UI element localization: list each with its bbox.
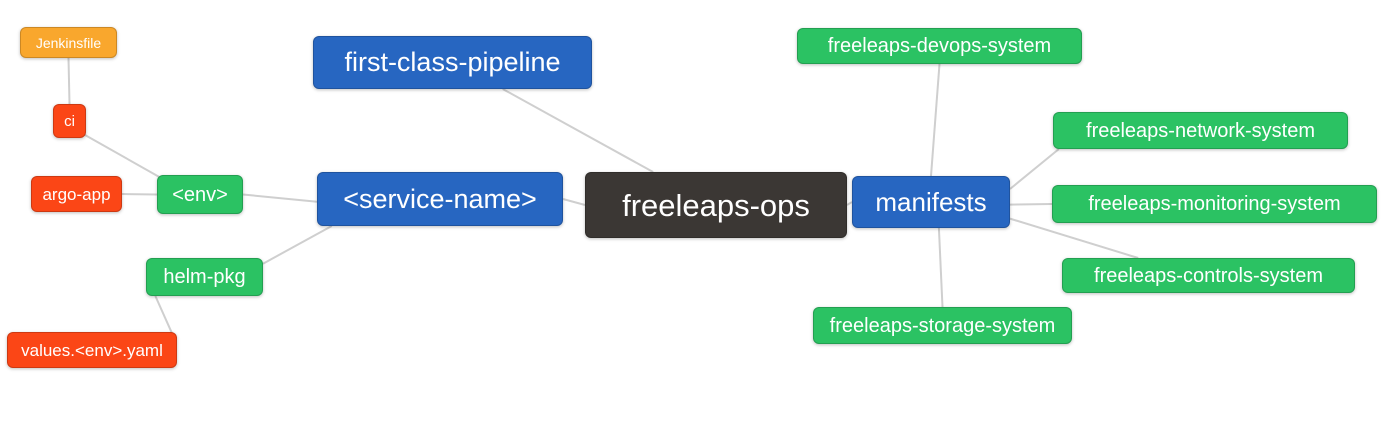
edge-freeleaps-ops--manifests [846, 201, 853, 206]
node-env[interactable]: <env> [157, 175, 243, 214]
edge-manifests--freeleaps-network-system [1009, 148, 1060, 190]
node-values-env-yaml[interactable]: values.<env>.yaml [7, 332, 177, 368]
edge-manifests--freeleaps-storage-system [937, 227, 944, 308]
edge-ci--env [83, 133, 162, 179]
edge-first-class-pipeline--freeleaps-ops [502, 88, 654, 173]
node-argo-app[interactable]: argo-app [31, 176, 122, 212]
node-freeleaps-network-system[interactable]: freeleaps-network-system [1053, 112, 1348, 149]
node-freeleaps-devops-system[interactable]: freeleaps-devops-system [797, 28, 1082, 64]
node-freeleaps-controls-system[interactable]: freeleaps-controls-system [1062, 258, 1355, 293]
node-jenkinsfile[interactable]: Jenkinsfile [20, 27, 117, 58]
edge-jenkinsfile--ci [67, 57, 71, 105]
edge-manifests--freeleaps-devops-system [930, 63, 941, 177]
node-ci[interactable]: ci [53, 104, 86, 138]
edge-manifests--freeleaps-monitoring-system [1009, 203, 1053, 206]
edge-helm-pkg--values-env-yaml [154, 295, 173, 334]
edge-manifests--freeleaps-controls-system [1009, 217, 1139, 259]
node-freeleaps-ops[interactable]: freeleaps-ops [585, 172, 847, 238]
edge-env--service-name [242, 193, 318, 203]
edge-service-name--helm-pkg [262, 225, 333, 265]
edge-argo-app--env [121, 193, 158, 196]
node-freeleaps-monitoring-system[interactable]: freeleaps-monitoring-system [1052, 185, 1377, 223]
node-first-class-pipeline[interactable]: first-class-pipeline [313, 36, 592, 89]
node-helm-pkg[interactable]: helm-pkg [146, 258, 263, 296]
node-service-name[interactable]: <service-name> [317, 172, 563, 226]
edge-service-name--freeleaps-ops [562, 198, 586, 206]
node-manifests[interactable]: manifests [852, 176, 1010, 228]
node-freeleaps-storage-system[interactable]: freeleaps-storage-system [813, 307, 1072, 344]
